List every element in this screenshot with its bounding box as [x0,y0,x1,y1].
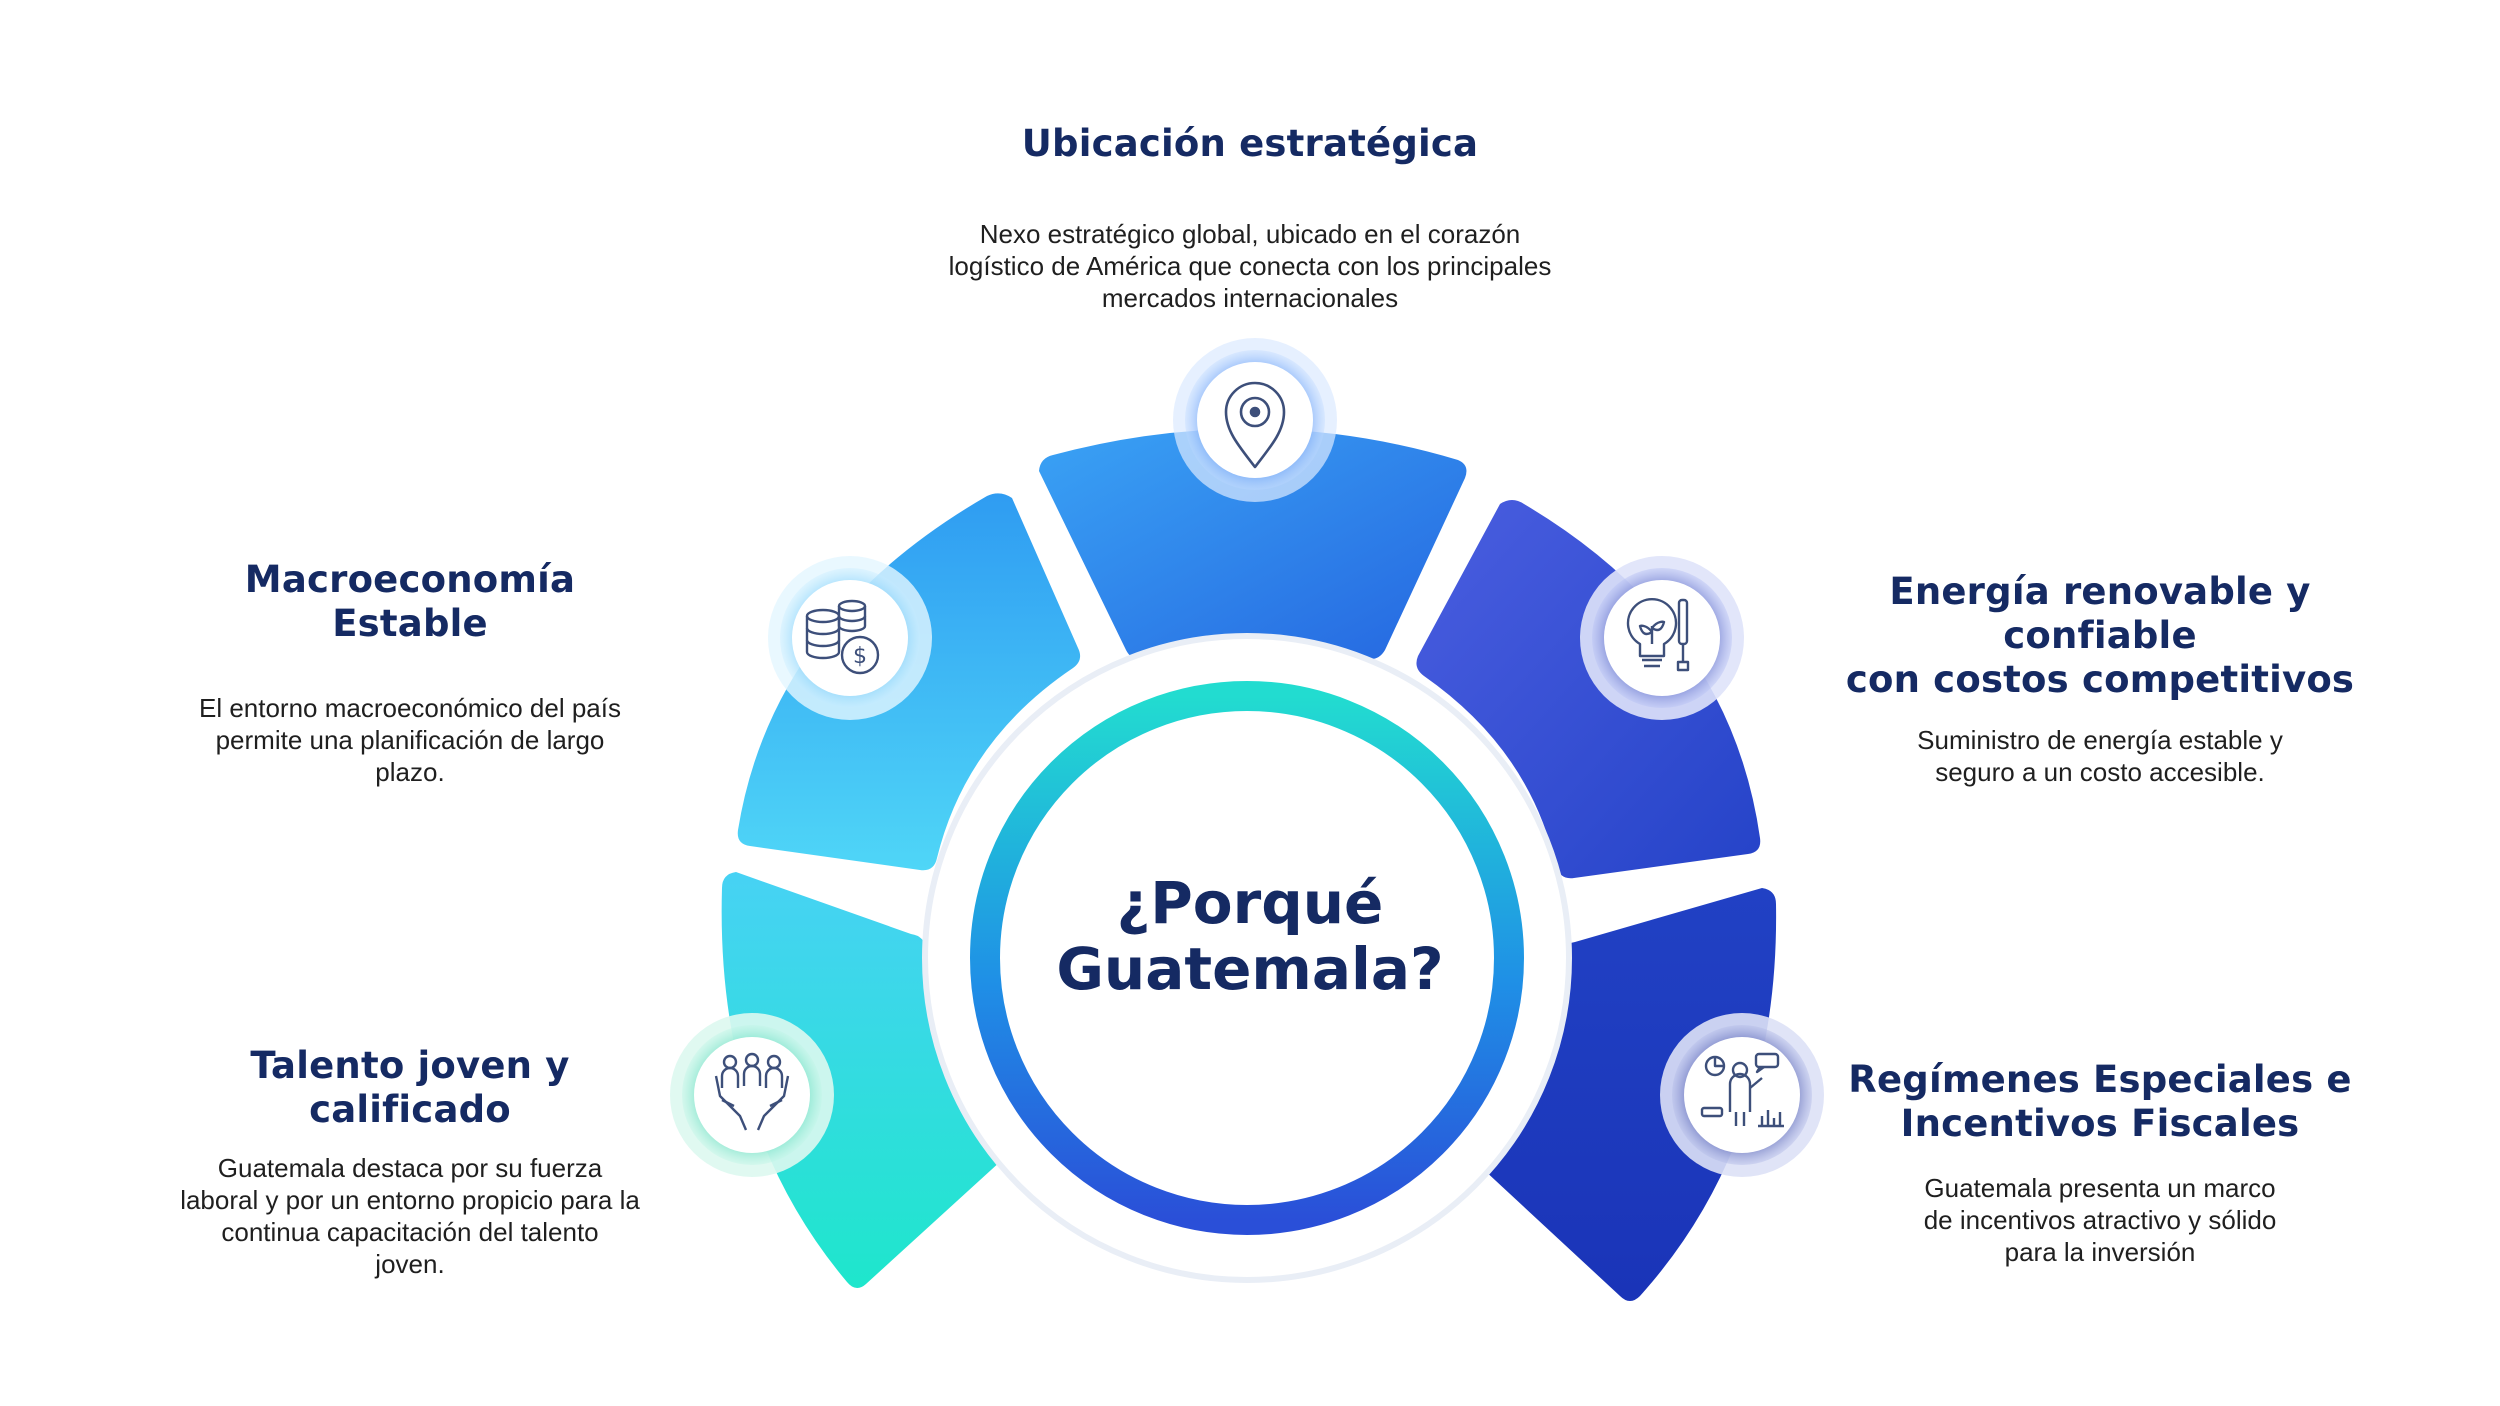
block-energia-title: Energía renovable y confiable con costos… [1845,570,2355,701]
block-talento-desc: Guatemala destaca por su fuerza laboral … [180,1153,640,1279]
block-macroeconomia-desc: El entorno macroeconómico del país permi… [198,693,621,787]
block-regimenes-desc: Guatemala presenta un marco de incentivo… [1923,1173,2277,1267]
block-talento: Talento joven y calificado Guatemala des… [150,1044,670,1280]
coins-dollar-icon: $ [805,599,880,675]
segment-talento [721,872,1008,1289]
center-title: ¿Porqué Guatemala? [1000,870,1500,1002]
block-regimenes: Regímenes Especiales e Incentivos Fiscal… [1840,1058,2360,1268]
block-talento-title: Talento joven y calificado [250,1044,570,1131]
badge-regimenes [1660,1013,1824,1177]
segment-regimenes [1477,888,1777,1301]
badge-macroeconomia [768,556,932,720]
location-pin-icon [1224,381,1286,469]
block-energia-desc: Suministro de energía estable y seguro a… [1917,725,2283,787]
center-title-line1: ¿Porqué [1116,869,1384,937]
segment-ubicacion [1039,428,1467,659]
block-energia: Energía renovable y confiable con costos… [1820,570,2380,788]
lightbulb-plant-icon [1626,598,1690,672]
segment-energia [1416,500,1761,879]
block-macroeconomia: Macroeconomía Estable El entorno macroec… [170,558,650,788]
center-title-line2: Guatemala? [1056,935,1444,1003]
badge-ubicacion [1173,338,1337,502]
block-ubicacion-desc: Nexo estratégico global, ubicado en el c… [948,219,1552,313]
block-ubicacion: Ubicación estratégica Nexo estratégico g… [850,122,1650,314]
center-ring [970,681,1524,1235]
badge-talento [670,1013,834,1177]
block-ubicacion-title: Ubicación estratégica [1021,122,1479,165]
svg-text:$: $ [853,644,867,669]
people-hands-icon [714,1052,790,1131]
center-disc [925,636,1569,1280]
presenter-chart-icon [1700,1052,1784,1128]
block-macroeconomia-title: Macroeconomía Estable [244,558,576,645]
block-regimenes-title: Regímenes Especiales e Incentivos Fiscal… [1848,1058,2352,1145]
badge-energia [1580,556,1744,720]
